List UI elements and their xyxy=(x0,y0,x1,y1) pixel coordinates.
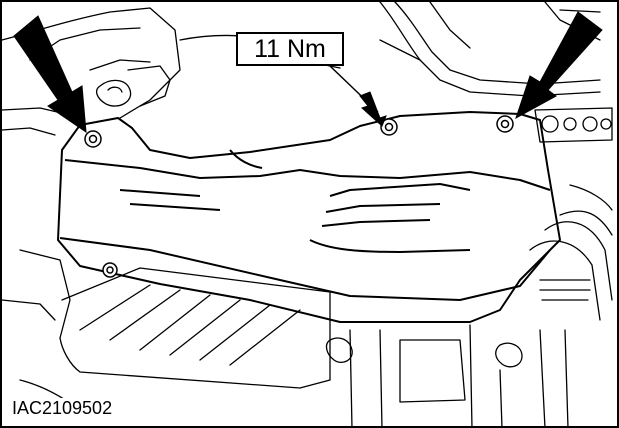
bolt-left xyxy=(84,130,102,148)
torque-callout: 11 Nm xyxy=(236,32,344,66)
engine-cover xyxy=(57,111,561,323)
bolt-right xyxy=(496,115,514,133)
arrows xyxy=(13,11,603,134)
arrow-left-icon xyxy=(13,15,87,134)
arrow-center-icon xyxy=(359,91,387,127)
figure-id: IAC2109502 xyxy=(10,398,115,419)
bolt-center xyxy=(380,118,398,136)
bolts xyxy=(84,115,514,278)
arrow-right-icon xyxy=(515,11,603,120)
bolt-lower xyxy=(102,262,118,278)
